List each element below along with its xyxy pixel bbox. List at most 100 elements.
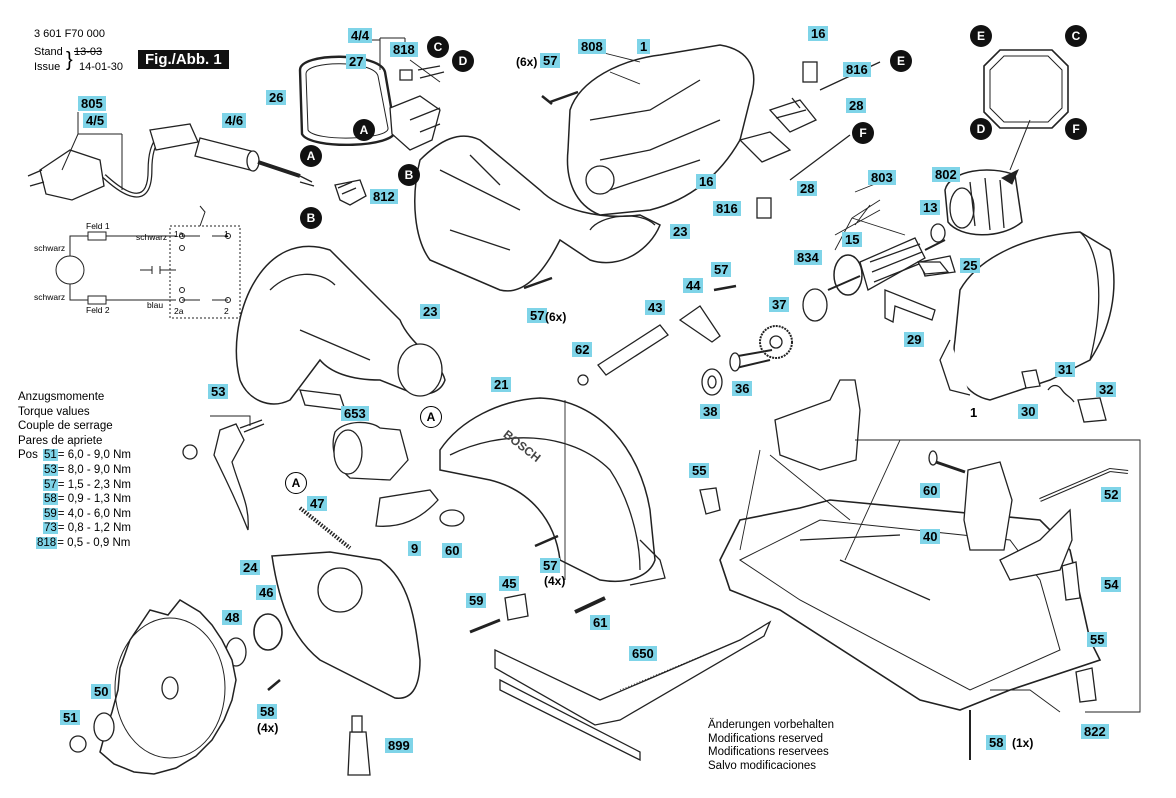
callout-1-top: 1: [637, 39, 651, 54]
part-number: 3 601 F70 000: [34, 28, 105, 40]
connector-c-marker: C: [427, 36, 449, 58]
callout-52: 52: [1101, 487, 1122, 502]
callout-816-top: 816: [843, 62, 871, 77]
callout-4-4: 4/4: [348, 28, 373, 43]
callout-57-lever: 57: [711, 262, 732, 277]
callout-62: 62: [572, 342, 593, 357]
callout-822: 822: [1081, 724, 1109, 739]
callout-816-mid: 816: [713, 201, 741, 216]
callout-46: 46: [256, 585, 277, 600]
torque-value: = 0,9 - 1,3 Nm: [57, 493, 131, 506]
callout-57-top: 57: [540, 53, 561, 68]
callout-650: 650: [629, 646, 657, 661]
torque-row: Pares de apriete: [18, 434, 131, 449]
qty-6x-mid: (6x): [545, 310, 567, 324]
connector-b-marker: B: [398, 164, 420, 186]
connector-b-marker-2: B: [300, 207, 322, 229]
callout-812: 812: [370, 189, 398, 204]
callout-55-left: 55: [689, 463, 710, 478]
torque-pos: 818: [36, 536, 58, 549]
callout-1-motor: 1: [970, 405, 978, 420]
qty-1x-58: (1x): [1012, 736, 1034, 750]
issue-label: Issue: [34, 61, 61, 73]
torque-pos: 73: [43, 522, 58, 535]
callout-818: 818: [390, 42, 418, 57]
ring-d-marker: D: [970, 118, 992, 140]
qty-4x-58: (4x): [257, 721, 279, 735]
callout-803: 803: [868, 170, 896, 185]
callout-45: 45: [499, 576, 520, 591]
qty-4x-57: (4x): [544, 574, 566, 588]
callout-27: 27: [346, 54, 367, 69]
torque-row: 59= 4,0 - 6,0 Nm: [18, 507, 131, 522]
terminal-1a: 1a: [174, 229, 184, 239]
callout-50: 50: [91, 684, 112, 699]
callout-53: 53: [208, 384, 229, 399]
torque-value: = 0,5 - 0,9 Nm: [57, 536, 131, 549]
callout-21: 21: [491, 377, 512, 392]
callout-60-guard: 60: [442, 543, 463, 558]
modifications-notice: Änderungen vorbehalten Modifications res…: [708, 719, 834, 773]
callout-834: 834: [794, 250, 822, 265]
spring-a-marker: A: [285, 472, 307, 494]
callout-29: 29: [904, 332, 925, 347]
callout-31: 31: [1055, 362, 1076, 377]
wiring-schematic: [55, 205, 241, 319]
ring-f-marker: F: [1065, 118, 1087, 140]
callout-16-mid: 16: [696, 174, 717, 189]
terminal-2a: 2a: [174, 306, 184, 316]
callout-57-guard: 57: [540, 558, 561, 573]
callout-802: 802: [932, 167, 960, 182]
notice-de: Änderungen vorbehalten: [708, 719, 834, 731]
torque-pos-label: Pos: [18, 449, 38, 462]
callout-30: 30: [1018, 404, 1039, 419]
callout-54: 54: [1101, 577, 1122, 592]
callout-808: 808: [578, 39, 606, 54]
callout-36: 36: [732, 381, 753, 396]
callout-23-handle: 23: [420, 304, 441, 319]
power-cord-drawing: [27, 123, 315, 201]
torque-title-es: Pares de apriete: [18, 434, 103, 447]
connector-d-marker: D: [452, 50, 474, 72]
connector-a-marker-2: A: [300, 145, 322, 167]
stand-label: Stand: [34, 46, 63, 58]
torque-title-fr: Couple de serrage: [18, 420, 113, 433]
qty-6x-top: (6x): [516, 55, 538, 69]
callout-48: 48: [222, 610, 243, 625]
wire-feld-1: Feld 1: [86, 221, 110, 231]
torque-pos: 51: [43, 449, 58, 462]
callout-28-mid: 28: [797, 181, 818, 196]
callout-653: 653: [341, 406, 369, 421]
callout-899: 899: [385, 738, 413, 753]
header-brace: }: [66, 49, 73, 71]
torque-value: = 6,0 - 9,0 Nm: [57, 449, 131, 462]
callout-23-top: 23: [670, 224, 691, 239]
callout-4-6: 4/6: [222, 113, 247, 128]
callout-9: 9: [408, 541, 422, 556]
torque-value: = 0,8 - 1,2 Nm: [57, 522, 131, 535]
connector-f-marker: F: [852, 122, 874, 144]
notice-fr: Modifications reservees: [708, 746, 829, 759]
callout-58-base: 58: [986, 735, 1007, 750]
callout-40: 40: [920, 529, 941, 544]
saw-blade-drawing: [99, 599, 237, 775]
wire-schwarz-right: schwarz: [136, 232, 168, 242]
wire-schwarz-top: schwarz: [34, 243, 66, 253]
callout-28-top: 28: [846, 98, 867, 113]
connector-e-marker: E: [890, 50, 912, 72]
terminal-1: 1: [224, 229, 229, 239]
torque-row: 818= 0,5 - 0,9 Nm: [18, 536, 131, 551]
figure-label: Fig./Abb. 1: [138, 50, 229, 69]
torque-row: 58= 0,9 - 1,3 Nm: [18, 492, 131, 507]
callout-26: 26: [266, 90, 287, 105]
callout-47: 47: [307, 496, 328, 511]
callout-57-mid: 57: [527, 308, 548, 323]
issue-value: 14-01-30: [79, 61, 124, 73]
wire-schwarz-bottom: schwarz: [34, 292, 66, 302]
callout-15: 15: [842, 232, 863, 247]
torque-row: 57= 1,5 - 2,3 Nm: [18, 478, 131, 493]
torque-pos: 57: [43, 478, 58, 491]
torque-pos: 58: [43, 493, 58, 506]
callout-24: 24: [240, 560, 261, 575]
